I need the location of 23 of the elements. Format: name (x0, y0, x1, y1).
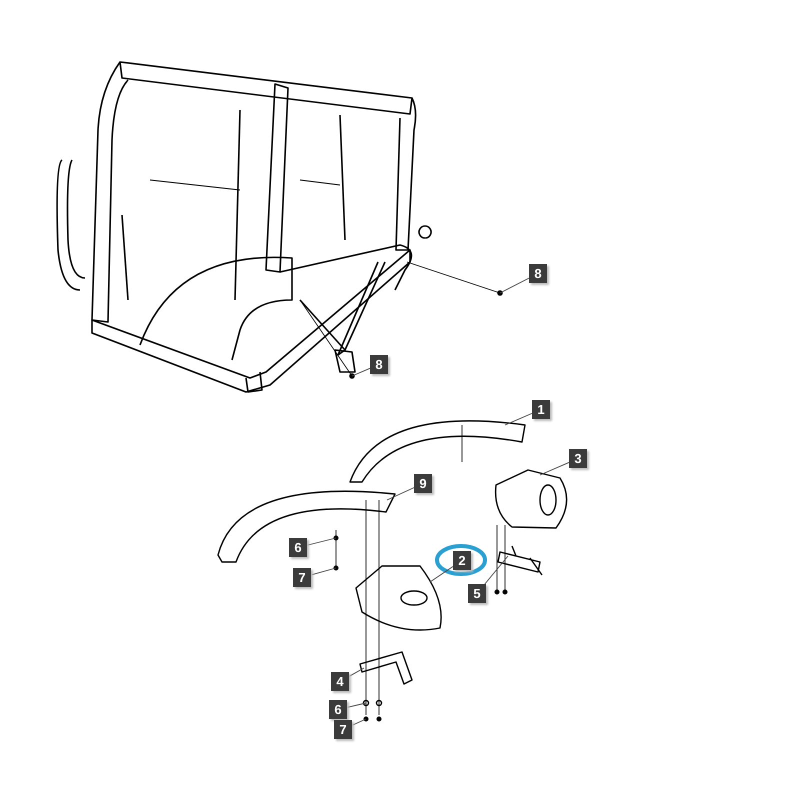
leader-line (504, 412, 532, 426)
leader-line (310, 568, 336, 576)
callout-number: 3 (569, 449, 587, 468)
callout-number: 8 (370, 355, 388, 374)
callout-number: 1 (532, 400, 550, 419)
callout-number: 5 (468, 584, 486, 603)
leader-line (346, 702, 366, 708)
callout-number: 2 (453, 551, 471, 570)
callout-number: 6 (329, 700, 347, 719)
leader-line (386, 487, 414, 500)
leader-line (348, 668, 364, 677)
callout-number: 7 (293, 568, 311, 587)
callout-number: 8 (529, 264, 547, 283)
leader-line (306, 538, 336, 546)
callout-number: 9 (414, 474, 432, 493)
leader-line (540, 462, 570, 476)
leader-line (484, 556, 508, 584)
leader-line (352, 368, 370, 376)
callout-number: 6 (289, 538, 307, 557)
callout-number: 4 (331, 672, 349, 691)
leader-line (352, 718, 366, 726)
leader-line (500, 278, 530, 294)
callout-number: 7 (334, 720, 352, 739)
